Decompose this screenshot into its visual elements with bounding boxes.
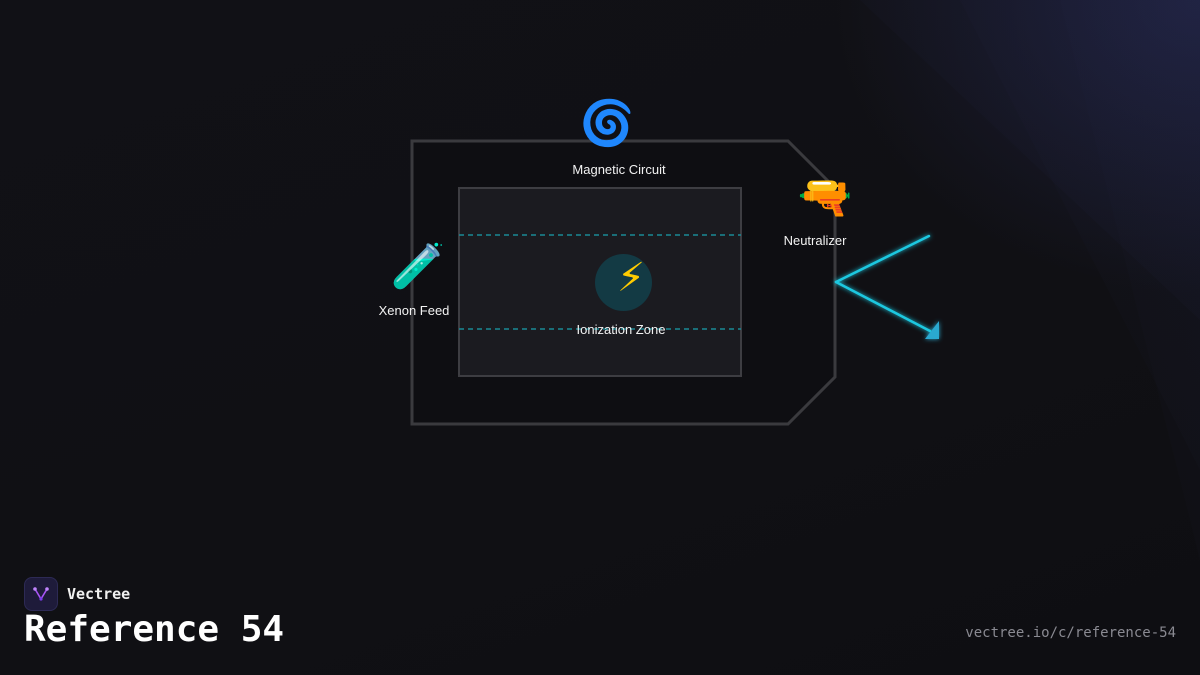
brand-name: Vectree [67, 585, 131, 603]
ionization-zone-circle [595, 254, 652, 311]
water-pistol-icon: 🔫 [797, 172, 853, 223]
neutralizer-label: Neutralizer [783, 233, 847, 248]
lightning-icon: ⚡ [616, 255, 646, 301]
cyclone-icon: 🌀 [579, 98, 635, 149]
page-url[interactable]: vectree.io/c/reference-54 [965, 625, 1176, 641]
magnetic-circuit-label: Magnetic Circuit [572, 162, 666, 177]
exhaust-plume [834, 234, 939, 339]
ionization-zone-label: Ionization Zone [576, 322, 666, 337]
vectree-logo-icon [24, 577, 58, 611]
plume-arrowhead [925, 321, 939, 339]
xenon-feed-label: Xenon Feed [378, 303, 450, 318]
brand: Vectree [24, 577, 130, 611]
test-tube-icon: 🧪 [390, 241, 446, 292]
page-title: Reference 54 [24, 609, 285, 650]
